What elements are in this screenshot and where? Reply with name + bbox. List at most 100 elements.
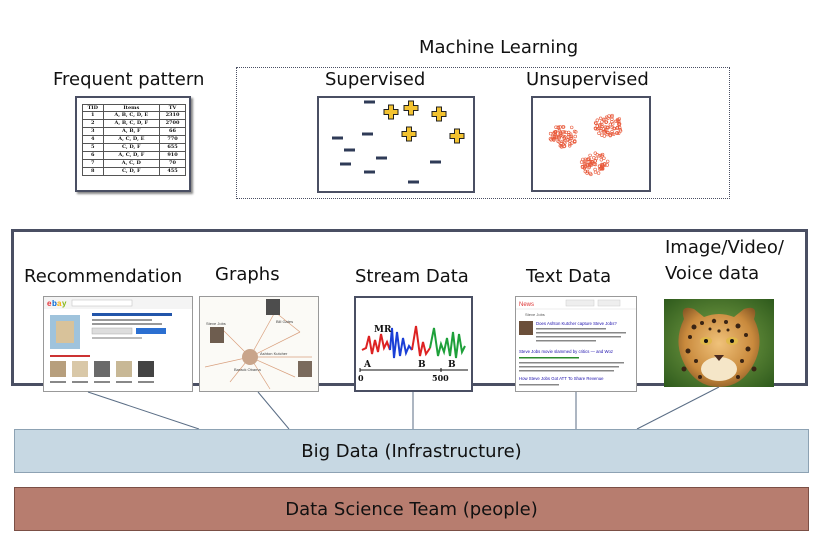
- positive-sample-marker: [403, 100, 419, 116]
- cluster-point: [599, 128, 603, 133]
- cluster-point: [567, 132, 571, 137]
- cluster-point: [559, 145, 564, 149]
- cluster-point: [595, 118, 600, 122]
- negative-sample-marker: [332, 136, 343, 140]
- media-thumb: [664, 299, 774, 387]
- cluster-point: [605, 159, 610, 164]
- cluster-point: [606, 116, 610, 120]
- cluster-point: [594, 121, 598, 126]
- cluster-point: [557, 136, 561, 140]
- cluster-point: [587, 157, 591, 161]
- cluster-point: [616, 131, 621, 135]
- stream-data-thumb: MR A B B 0 500: [354, 296, 473, 392]
- cluster-point: [598, 116, 603, 120]
- cluster-point: [573, 140, 577, 144]
- cluster-point: [570, 141, 574, 145]
- cluster-point: [563, 135, 567, 139]
- svg-text:y: y: [62, 299, 67, 308]
- cluster-point: [548, 137, 553, 141]
- graph-name-4: Barack Obama: [234, 367, 261, 372]
- cluster-point: [605, 132, 609, 137]
- cluster-point: [602, 162, 607, 166]
- fp-cell: 455: [159, 167, 186, 176]
- text-data-thumb: News Steve Jobs Does Ashton Kutcher capt…: [515, 296, 637, 392]
- cluster-point: [604, 120, 608, 124]
- cluster-point: [588, 153, 592, 158]
- cluster-point: [558, 125, 562, 129]
- unsupervised-thumb: [531, 96, 651, 192]
- cluster-point: [603, 129, 607, 134]
- cluster-point: [600, 154, 604, 158]
- cluster-point: [586, 157, 590, 161]
- shopping-page-icon: e b a y: [44, 297, 192, 383]
- cluster-point: [562, 144, 567, 148]
- stream-signal-icon: MR A B B 0 500: [358, 325, 468, 383]
- cluster-point: [597, 126, 601, 130]
- data-science-team-label: Data Science Team (people): [285, 498, 538, 520]
- cluster-point: [593, 170, 598, 174]
- negative-sample-marker: [408, 180, 419, 184]
- svg-text:b: b: [52, 299, 57, 308]
- media-label-line2: Voice data: [665, 263, 760, 284]
- cluster-point: [595, 153, 599, 157]
- cluster-point: [600, 152, 605, 157]
- cluster-point: [617, 122, 622, 126]
- cluster-point: [610, 129, 614, 134]
- stream-label-mr: MR: [374, 325, 392, 335]
- cluster-point: [565, 138, 569, 142]
- negative-sample-marker: [364, 170, 375, 174]
- cluster-point: [608, 122, 613, 127]
- stream-tick-0: 0: [358, 373, 364, 383]
- recommendation-label: Recommendation: [24, 266, 183, 287]
- cluster-point: [590, 159, 594, 164]
- stream-data-label: Stream Data: [355, 266, 469, 287]
- graphs-thumb: Steve Jobs Bill Gates Ashton Kutcher Bar…: [199, 296, 319, 392]
- graphs-label: Graphs: [215, 264, 280, 285]
- supervised-thumb: [317, 96, 475, 193]
- cluster-point: [562, 130, 566, 134]
- cluster-point: [556, 125, 560, 129]
- svg-text:a: a: [57, 299, 62, 308]
- cluster-point: [562, 140, 566, 144]
- cluster-point: [587, 165, 591, 170]
- cluster-point: [573, 134, 577, 139]
- cluster-point: [610, 117, 614, 121]
- cluster-point: [558, 134, 562, 138]
- stream-label-b1: B: [418, 360, 426, 370]
- cluster-point: [602, 134, 607, 138]
- stream-tick-500: 500: [432, 373, 449, 383]
- ml-group-box: [236, 67, 730, 199]
- cluster-point: [608, 133, 613, 137]
- cluster-point: [568, 136, 573, 141]
- cluster-point: [572, 129, 577, 134]
- positive-sample-marker: [449, 128, 465, 144]
- negative-sample-marker: [430, 160, 441, 164]
- cluster-point: [563, 141, 567, 145]
- cluster-point: [552, 135, 556, 139]
- recommendation-thumb: e b a y: [43, 296, 193, 392]
- cluster-point: [593, 162, 598, 167]
- cluster-point: [593, 159, 598, 163]
- text-data-label: Text Data: [526, 266, 612, 287]
- jaguar-image: [664, 299, 774, 387]
- graph-name-1: Steve Jobs: [206, 321, 226, 326]
- cluster-point: [569, 125, 574, 130]
- cluster-point: [559, 141, 563, 146]
- supervised-label: Supervised: [325, 69, 426, 90]
- cluster-point: [618, 127, 622, 132]
- positive-sample-marker: [431, 106, 447, 122]
- unsupervised-clusters: [548, 113, 623, 177]
- cluster-point: [585, 169, 590, 174]
- news-search-term: Steve Jobs: [525, 312, 545, 317]
- cluster-point: [596, 171, 601, 175]
- cluster-point: [588, 171, 592, 176]
- cluster-point: [600, 166, 605, 171]
- cluster-point: [615, 131, 619, 135]
- cluster-point: [583, 160, 587, 165]
- cluster-point: [595, 124, 600, 128]
- cluster-point: [604, 120, 609, 124]
- cluster-point: [599, 166, 603, 170]
- stream-label-a: A: [363, 360, 372, 370]
